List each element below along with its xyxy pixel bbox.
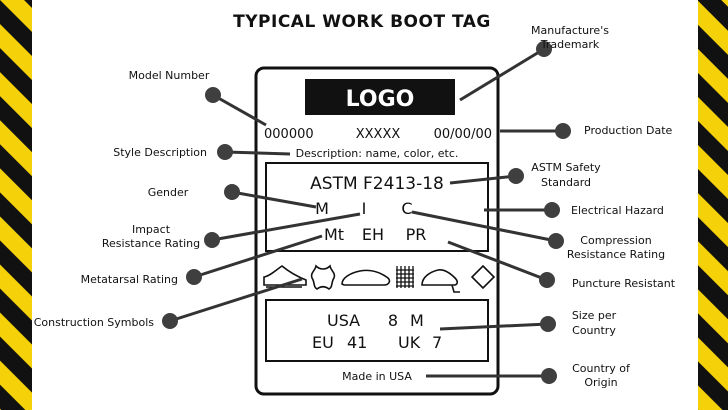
leader-lines [169,47,563,378]
logo-text: LOGO [346,87,415,112]
model-number-value: 000000 [264,127,314,142]
label-style-description: Style Description [113,146,207,159]
dot-style-description [217,144,233,160]
label-origin-line2: Origin [584,376,617,389]
leader-style-description [224,150,291,156]
made-in-text: Made in USA [342,370,412,383]
shoe-outline-icon [341,269,391,286]
label-dots [162,41,571,384]
leader-size [439,322,549,331]
description-text: Description: name, color, etc. [296,147,459,160]
metatarsal-code: Mt [324,225,344,244]
logo-box [305,79,455,115]
style-code-value: XXXXX [356,127,401,142]
puncture-code: PR [406,225,427,244]
left-hazard-stripe [0,0,32,410]
label-origin-line1: Country of [572,362,631,375]
label-compression-line1: Compression [580,234,651,247]
label-compression-line2: Resistance Rating [567,248,665,261]
label-construction: Construction Symbols [34,316,155,329]
gender-code: M [315,199,329,218]
compression-code: C [401,199,412,218]
right-hazard-stripe [698,0,728,410]
diagram-title: TYPICAL WORK BOOT TAG [233,12,491,32]
label-model-number: Model Number [129,69,210,82]
dot-metatarsal [186,269,202,285]
size-eu-label: EU [312,333,334,352]
dot-production-date [555,123,571,139]
leader-astm [449,174,517,185]
label-size-line2: Country [572,324,616,337]
label-impact-line2: Resistance Rating [102,237,200,250]
size-eu-value: 41 [347,333,367,352]
dot-gender [224,184,240,200]
astm-standard-value: ASTM F2413-18 [310,174,444,194]
label-astm-line2: Standard [541,176,591,189]
label-manufacturer-line2: Trademark [540,38,600,51]
dot-model-number [205,87,221,103]
impact-code: I [362,199,367,218]
diamond-icon [470,264,496,290]
leader-model-number [212,93,267,127]
dot-astm [508,168,524,184]
size-uk-value: 7 [432,333,442,352]
size-uk-label: UK [398,333,421,352]
label-production-date: Production Date [584,124,673,137]
leader-gender [231,190,317,209]
mesh-grid-icon [396,266,414,288]
label-astm-line1: ASTM Safety [531,161,601,174]
label-metatarsal: Metatarsal Rating [81,273,178,286]
size-box [265,299,489,362]
size-usa-width: M [410,311,424,330]
dot-impact [204,232,220,248]
leader-impact [211,212,361,242]
electrical-hazard-code: EH [362,225,384,244]
dot-origin [541,368,557,384]
size-usa-value: 8 [388,311,398,330]
dot-compression [548,233,564,249]
label-size-line1: Size per [572,309,617,322]
leader-puncture [447,240,548,282]
boot-with-heel-icon [421,269,460,293]
size-usa-label: USA [327,311,360,330]
leader-manufacturer [459,47,545,102]
construction-symbols-row [263,264,496,293]
astm-box [265,162,489,252]
label-manufacturer-line1: Manufacture's [531,24,609,37]
leader-compression [411,210,557,243]
leather-hide-icon [310,264,336,290]
label-puncture: Puncture Resistant [572,277,676,290]
label-electrical: Electrical Hazard [571,204,664,217]
leader-metatarsal [193,234,323,279]
leader-construction [169,277,303,323]
label-impact-line1: Impact [132,223,171,236]
production-date-value: 00/00/00 [434,127,492,142]
dot-construction [162,313,178,329]
label-gender: Gender [148,186,189,199]
dot-size [540,316,556,332]
dot-puncture [539,272,555,288]
dot-electrical [544,202,560,218]
dot-manufacturer [536,41,552,57]
